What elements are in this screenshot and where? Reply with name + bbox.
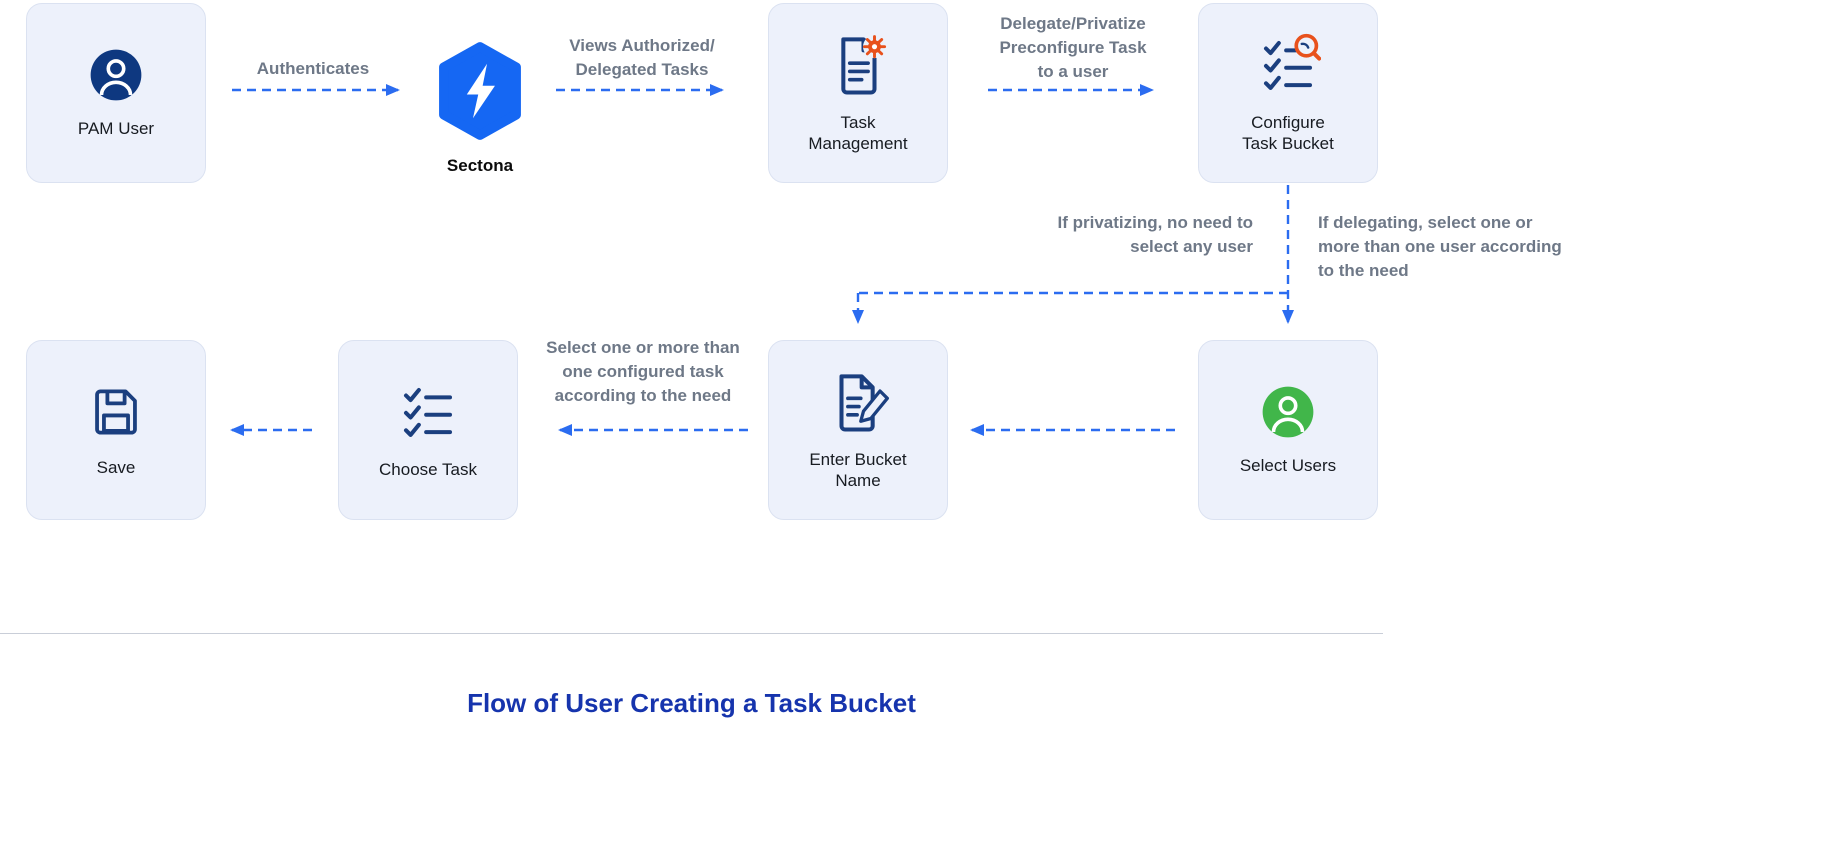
sectona-logo-icon bbox=[436, 40, 524, 147]
node-sectona: Sectona bbox=[404, 40, 556, 176]
document-gear-icon bbox=[825, 32, 891, 98]
edge-label-if-delegating: If delegating, select one or more than o… bbox=[1318, 213, 1562, 281]
node-save: Save bbox=[26, 340, 206, 520]
edge-label-authenticates: Authenticates bbox=[256, 59, 370, 78]
node-enter-bucket-name: Enter Bucket Name bbox=[768, 340, 948, 520]
node-select-users-label: Select Users bbox=[1239, 456, 1337, 476]
floppy-disk-icon bbox=[85, 381, 147, 443]
node-save-label: Save bbox=[96, 458, 136, 478]
document-pencil-icon bbox=[825, 369, 891, 435]
sectona-brand-label: Sectona bbox=[446, 156, 514, 175]
node-task-management: Task Management bbox=[768, 3, 948, 183]
user-avatar-green-icon bbox=[1259, 383, 1317, 441]
node-select-users: Select Users bbox=[1198, 340, 1378, 520]
node-choose-task: Choose Task bbox=[338, 340, 518, 520]
node-configure-task-bucket: Configure Task Bucket bbox=[1198, 3, 1378, 183]
edge-label-views-tasks: Views Authorized/ Delegated Tasks bbox=[569, 36, 715, 80]
node-pam-user-label: PAM User bbox=[77, 119, 155, 139]
edge-label-select-configured-task: Select one or more than one configured t… bbox=[546, 338, 740, 406]
checklist-icon bbox=[395, 379, 461, 445]
edge-label-if-privatizing: If privatizing, no need to select any us… bbox=[1057, 213, 1254, 257]
node-configure-task-bucket-label: Configure Task Bucket bbox=[1242, 112, 1334, 153]
edge-label-delegate-privatize: Delegate/Privatize Preconfigure Task to … bbox=[999, 14, 1147, 82]
node-pam-user: PAM User bbox=[26, 3, 206, 183]
diagram-title: Flow of User Creating a Task Bucket bbox=[467, 688, 916, 718]
node-task-management-label: Task Management bbox=[808, 112, 908, 153]
node-enter-bucket-name-label: Enter Bucket Name bbox=[809, 449, 907, 490]
user-avatar-icon bbox=[87, 46, 145, 104]
node-choose-task-label: Choose Task bbox=[379, 460, 477, 480]
checklist-magnifier-icon bbox=[1255, 32, 1321, 98]
divider-line bbox=[0, 633, 1383, 634]
